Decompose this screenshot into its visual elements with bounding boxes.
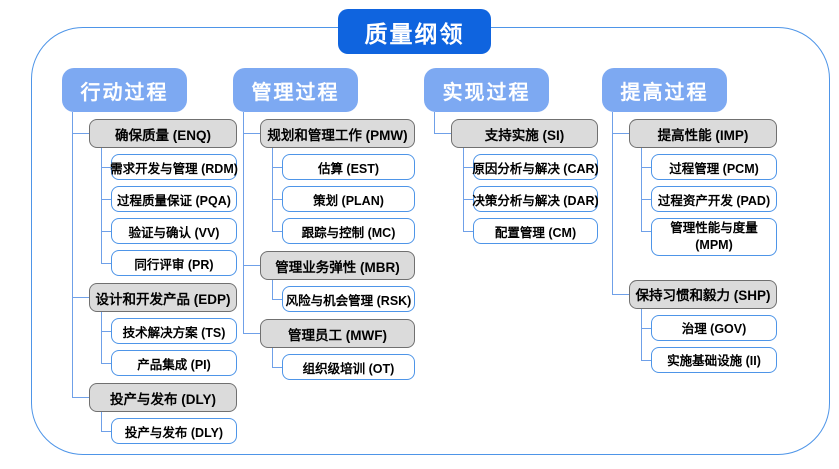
node-pcm: 过程管理 (PCM) [651, 154, 777, 180]
child-list: 组织级培训 (OT) [260, 348, 415, 380]
node-dly-child: 投产与发布 (DLY) [111, 418, 237, 444]
tree-node: 技术解决方案 (TS) [101, 312, 237, 344]
node-imp: 提高性能 (IMP) [629, 119, 777, 148]
tree-node: 过程资产开发 (PAD) [641, 180, 777, 212]
column-header: 实现过程 [424, 68, 549, 112]
child-list: 需求开发与管理 (RDM) 过程质量保证 (PQA) 验证与确认 (VV) 同行… [89, 148, 238, 276]
column-header: 行动过程 [62, 68, 187, 112]
child-list: 风险与机会管理 (RSK) [260, 280, 415, 312]
tree-node: 跟踪与控制 (MC) [272, 212, 415, 244]
tree-node: 管理性能与度量 (MPM) [641, 212, 777, 256]
node-pad: 过程资产开发 (PAD) [651, 186, 777, 212]
tree-node: 同行评审 (PR) [101, 244, 237, 276]
group: 管理业务弹性 (MBR) 风险与机会管理 (RSK) [243, 244, 415, 312]
column-implementation-process: 实现过程 支持实施 (SI) 原因分析与解决 (CAR) 决策分析与解决 (DA… [424, 68, 599, 244]
child-list: 投产与发布 (DLY) [89, 412, 237, 444]
node-rsk: 风险与机会管理 (RSK) [282, 286, 415, 312]
node-ot: 组织级培训 (OT) [282, 354, 415, 380]
tree-node: 配置管理 (CM) [463, 212, 598, 244]
node-si: 支持实施 (SI) [451, 119, 598, 148]
child-list: 估算 (EST) 策划 (PLAN) 跟踪与控制 (MC) [260, 148, 415, 244]
tree-node: 决策分析与解决 (DAR) [463, 180, 599, 212]
node-mwf: 管理员工 (MWF) [260, 319, 415, 348]
child-list: 治理 (GOV) 实施基础设施 (II) [629, 308, 777, 373]
tree-node: 估算 (EST) [272, 148, 415, 180]
group-list: 提高性能 (IMP) 过程管理 (PCM) 过程资产开发 (PAD) 管理性能与… [602, 112, 777, 373]
node-enq: 确保质量 (ENQ) [89, 119, 237, 148]
node-pmw: 规划和管理工作 (PMW) [260, 119, 415, 148]
node-car: 原因分析与解决 (CAR) [472, 154, 599, 180]
node-pqa: 过程质量保证 (PQA) [111, 186, 237, 212]
child-list: 原因分析与解决 (CAR) 决策分析与解决 (DAR) 配置管理 (CM) [451, 148, 599, 244]
tree-node: 组织级培训 (OT) [272, 348, 415, 380]
tree-node: 风险与机会管理 (RSK) [272, 280, 415, 312]
node-est: 估算 (EST) [282, 154, 415, 180]
node-vv: 验证与确认 (VV) [111, 218, 237, 244]
tree-node: 过程管理 (PCM) [641, 148, 777, 180]
node-edp: 设计和开发产品 (EDP) [89, 283, 237, 312]
tree-node: 实施基础设施 (II) [641, 340, 777, 373]
node-gov: 治理 (GOV) [651, 314, 777, 341]
group-list: 支持实施 (SI) 原因分析与解决 (CAR) 决策分析与解决 (DAR) 配置… [424, 112, 599, 244]
group: 提高性能 (IMP) 过程管理 (PCM) 过程资产开发 (PAD) 管理性能与… [612, 112, 777, 256]
column-header: 管理过程 [233, 68, 358, 112]
column-header: 提高过程 [602, 68, 727, 112]
diagram-title: 质量纲领 [338, 9, 491, 54]
node-mpm: 管理性能与度量 (MPM) [651, 218, 777, 256]
node-dar: 决策分析与解决 (DAR) [472, 186, 599, 212]
group: 保持习惯和毅力 (SHP) 治理 (GOV) 实施基础设施 (II) [612, 255, 777, 373]
node-ii: 实施基础设施 (II) [651, 346, 777, 373]
column-action-process: 行动过程 确保质量 (ENQ) 需求开发与管理 (RDM) 过程质量保证 (PQ… [62, 68, 238, 444]
tree-node: 产品集成 (PI) [101, 344, 237, 376]
group: 设计和开发产品 (EDP) 技术解决方案 (TS) 产品集成 (PI) [72, 276, 237, 376]
tree-node: 过程质量保证 (PQA) [101, 180, 237, 212]
node-plan: 策划 (PLAN) [282, 186, 415, 212]
node-pi: 产品集成 (PI) [111, 350, 237, 376]
node-mbr: 管理业务弹性 (MBR) [260, 251, 415, 280]
node-dly: 投产与发布 (DLY) [89, 383, 237, 412]
group: 投产与发布 (DLY) 投产与发布 (DLY) [72, 376, 237, 444]
node-cm: 配置管理 (CM) [473, 218, 598, 244]
column-improvement-process: 提高过程 提高性能 (IMP) 过程管理 (PCM) 过程资产开发 (PAD) … [602, 68, 777, 373]
tree-node: 原因分析与解决 (CAR) [463, 148, 599, 180]
tree-node: 需求开发与管理 (RDM) [101, 148, 238, 180]
node-ts: 技术解决方案 (TS) [111, 318, 237, 344]
group-list: 确保质量 (ENQ) 需求开发与管理 (RDM) 过程质量保证 (PQA) 验证… [62, 112, 238, 444]
column-management-process: 管理过程 规划和管理工作 (PMW) 估算 (EST) 策划 (PLAN) 跟踪… [233, 68, 415, 380]
tree-node: 策划 (PLAN) [272, 180, 415, 212]
child-list: 技术解决方案 (TS) 产品集成 (PI) [89, 312, 237, 376]
tree-node: 治理 (GOV) [641, 308, 777, 341]
group: 规划和管理工作 (PMW) 估算 (EST) 策划 (PLAN) 跟踪与控制 (… [243, 112, 415, 244]
group: 确保质量 (ENQ) 需求开发与管理 (RDM) 过程质量保证 (PQA) 验证… [72, 112, 238, 276]
node-shp: 保持习惯和毅力 (SHP) [629, 279, 777, 309]
group-list: 规划和管理工作 (PMW) 估算 (EST) 策划 (PLAN) 跟踪与控制 (… [233, 112, 415, 380]
node-mc: 跟踪与控制 (MC) [282, 218, 415, 244]
group: 支持实施 (SI) 原因分析与解决 (CAR) 决策分析与解决 (DAR) 配置… [434, 112, 599, 244]
group: 管理员工 (MWF) 组织级培训 (OT) [243, 312, 415, 380]
tree-node: 投产与发布 (DLY) [101, 412, 237, 444]
child-list: 过程管理 (PCM) 过程资产开发 (PAD) 管理性能与度量 (MPM) [629, 148, 777, 256]
node-pr: 同行评审 (PR) [111, 250, 237, 276]
node-rdm: 需求开发与管理 (RDM) [110, 154, 238, 180]
tree-node: 验证与确认 (VV) [101, 212, 237, 244]
